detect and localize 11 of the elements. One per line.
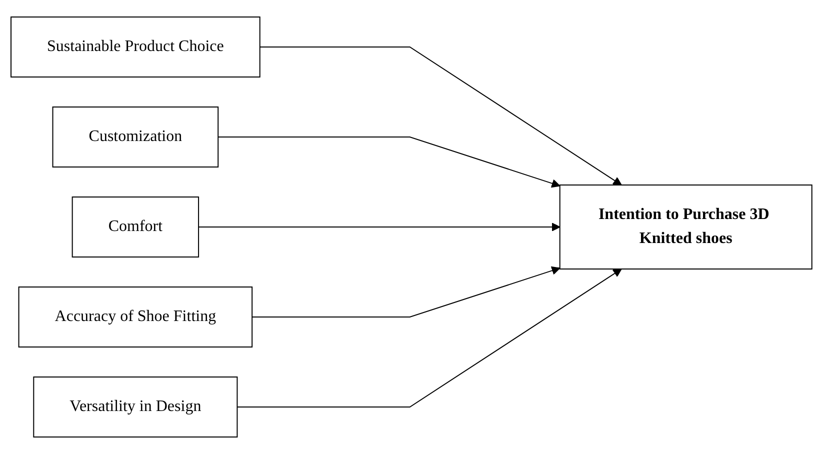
node-box: Comfort: [71, 196, 199, 258]
arrow: [251, 266, 560, 318]
node-box: Sustainable Product Choice: [10, 16, 260, 78]
arrow: [236, 268, 622, 408]
arrow: [258, 46, 622, 186]
arrow: [198, 222, 560, 232]
node-box: Accuracy of Shoe Fitting: [18, 286, 252, 348]
node-box: Intention to Purchase 3D Knitted shoes: [558, 184, 812, 270]
arrow: [217, 136, 560, 188]
node-box: Versatility in Design: [32, 376, 238, 438]
node-box: Customization: [52, 106, 218, 168]
